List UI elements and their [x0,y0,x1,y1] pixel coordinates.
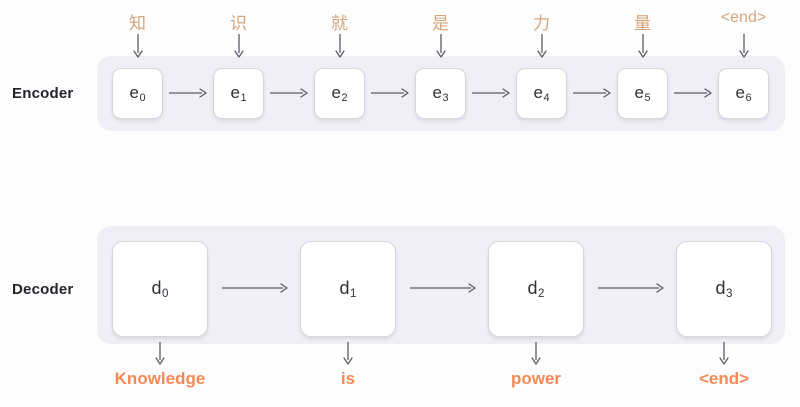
encoder-input-arrow-1 [233,34,245,58]
encoder-cell-label: e6 [735,83,752,104]
encoder-input-arrow-4 [536,34,548,58]
decoder-panel [97,226,785,344]
encoder-cell-label: e5 [634,83,651,104]
encoder-cell-e2: e2 [314,68,365,119]
encoder-input-arrow-2 [334,34,346,58]
decoder-cell-label: d0 [151,278,169,300]
decoder-cell-label: d1 [339,278,357,300]
encoder-cell-label: e3 [432,83,449,104]
encoder-cell-e5: e5 [617,68,668,119]
encoder-cell-label: e1 [230,83,247,104]
decoder-cell-d0: d0 [112,241,208,337]
decoder-output-word-0: Knowledge [114,369,206,388]
encoder-cell-e4: e4 [516,68,567,119]
encoder-flow-arrow-1 [270,87,308,99]
encoder-cell-label: e0 [129,83,146,104]
encoder-input-token-3: 是 [432,14,449,33]
decoder-cell-d2: d2 [488,241,584,337]
encoder-flow-arrow-3 [472,87,510,99]
decoder-output-word-1: is [340,369,356,388]
decoder-flow-arrow-0 [222,282,288,294]
encoder-cell-e1: e1 [213,68,264,119]
decoder-output-arrow-2 [530,342,542,365]
encoder-input-arrow-0 [132,34,144,58]
encoder-input-token-2: 就 [331,14,348,33]
encoder-row-label: Encoder [12,85,74,102]
decoder-cell-label: d2 [527,278,545,300]
encoder-cell-label: e2 [331,83,348,104]
encoder-input-token-0: 知 [129,14,146,33]
encoder-input-arrow-6 [738,34,750,58]
encoder-flow-arrow-0 [169,87,207,99]
encoder-flow-arrow-5 [674,87,712,99]
decoder-output-arrow-3 [718,342,730,365]
decoder-row-label: Decoder [12,281,74,298]
encoder-input-token-1: 识 [230,14,247,33]
decoder-output-arrow-0 [154,342,166,365]
decoder-flow-arrow-1 [410,282,476,294]
encoder-flow-arrow-4 [573,87,611,99]
encoder-cell-e6: e6 [718,68,769,119]
encoder-input-arrow-3 [435,34,447,58]
encoder-cell-e0: e0 [112,68,163,119]
decoder-cell-d1: d1 [300,241,396,337]
encoder-input-token-5: 量 [634,14,651,33]
decoder-cell-d3: d3 [676,241,772,337]
decoder-output-word-2: power [510,369,562,388]
encoder-input-token-6: <end> [720,9,767,26]
encoder-input-arrow-5 [637,34,649,58]
encoder-flow-arrow-2 [371,87,409,99]
encoder-cell-label: e4 [533,83,550,104]
decoder-flow-arrow-2 [598,282,664,294]
encoder-cell-e3: e3 [415,68,466,119]
encoder-input-token-4: 力 [533,14,550,33]
decoder-output-arrow-1 [342,342,354,365]
decoder-cell-label: d3 [715,278,733,300]
decoder-output-word-3: <end> [698,369,750,388]
